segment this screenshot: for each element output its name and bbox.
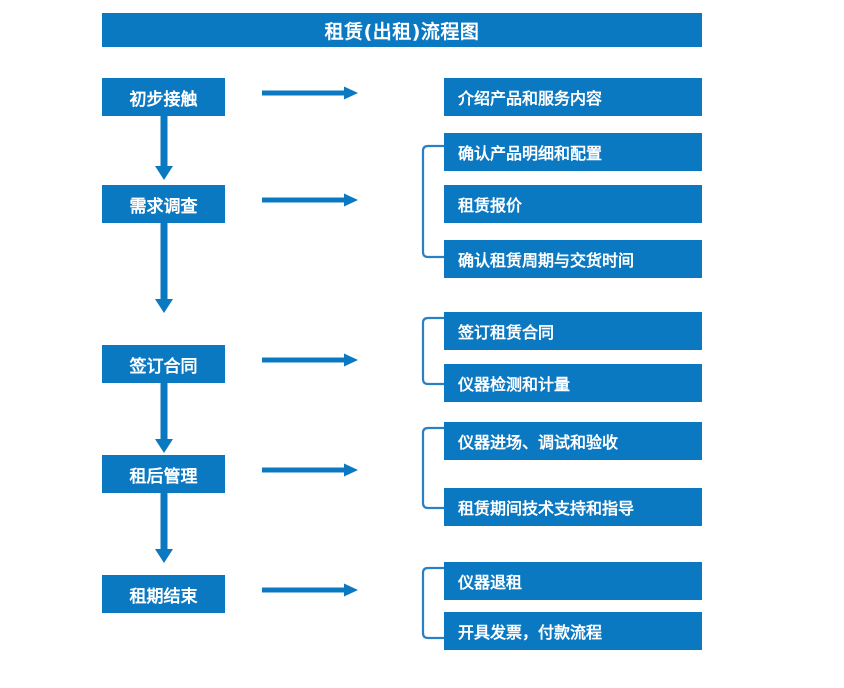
stage-node-3[interactable]: 签订合同: [102, 345, 225, 383]
detail-node-3-1-label: 签订租赁合同: [458, 323, 555, 342]
arrow-right-icon-5: [262, 582, 358, 598]
arrow-right-icon-4: [262, 462, 358, 478]
detail-node-1-1-label: 介绍产品和服务内容: [458, 89, 603, 108]
stage-node-2[interactable]: 需求调查: [102, 185, 225, 223]
group-bracket-icon-4: [420, 425, 445, 511]
detail-node-3-2-label: 仪器检测和计量: [458, 375, 571, 394]
group-bracket-icon-5: [420, 565, 445, 641]
detail-node-2-3-label: 确认租赁周期与交货时间: [458, 251, 635, 270]
arrow-down-icon-1: [150, 116, 178, 180]
detail-node-4-2[interactable]: 租赁期间技术支持和指导: [444, 488, 702, 526]
detail-node-4-1-label: 仪器进场、调试和验收: [458, 433, 619, 452]
arrow-down-icon-4: [150, 493, 178, 563]
stage-node-2-label: 需求调查: [129, 196, 198, 217]
group-bracket-icon-3: [420, 315, 445, 387]
stage-node-5-label: 租期结束: [129, 586, 198, 607]
arrow-right-icon-3: [262, 352, 358, 368]
arrow-down-icon-2: [150, 223, 178, 313]
diagram-title: 租赁(出租)流程图: [102, 13, 702, 47]
detail-node-2-2-label: 租赁报价: [458, 196, 523, 215]
detail-node-2-1-label: 确认产品明细和配置: [458, 144, 603, 163]
stage-node-4[interactable]: 租后管理: [102, 455, 225, 493]
detail-node-1-1[interactable]: 介绍产品和服务内容: [444, 78, 702, 116]
detail-node-4-1[interactable]: 仪器进场、调试和验收: [444, 422, 702, 460]
arrow-right-icon-2: [262, 192, 358, 208]
arrow-right-icon-1: [262, 85, 358, 101]
stage-node-4-label: 租后管理: [129, 466, 198, 487]
arrow-down-icon-3: [150, 383, 178, 453]
stage-node-1[interactable]: 初步接触: [102, 78, 225, 116]
detail-node-3-2[interactable]: 仪器检测和计量: [444, 364, 702, 402]
detail-node-4-2-label: 租赁期间技术支持和指导: [458, 499, 635, 518]
detail-node-5-2-label: 开具发票，付款流程: [458, 623, 603, 642]
stage-node-3-label: 签订合同: [129, 356, 198, 377]
detail-node-2-2[interactable]: 租赁报价: [444, 185, 702, 223]
group-bracket-icon-2: [420, 143, 445, 260]
stage-node-5[interactable]: 租期结束: [102, 575, 225, 613]
detail-node-5-1-label: 仪器退租: [458, 573, 523, 592]
detail-node-2-3[interactable]: 确认租赁周期与交货时间: [444, 240, 702, 278]
detail-node-5-1[interactable]: 仪器退租: [444, 562, 702, 600]
stage-node-1-label: 初步接触: [129, 89, 198, 110]
detail-node-3-1[interactable]: 签订租赁合同: [444, 312, 702, 350]
detail-node-2-1[interactable]: 确认产品明细和配置: [444, 133, 702, 171]
detail-node-5-2[interactable]: 开具发票，付款流程: [444, 612, 702, 650]
